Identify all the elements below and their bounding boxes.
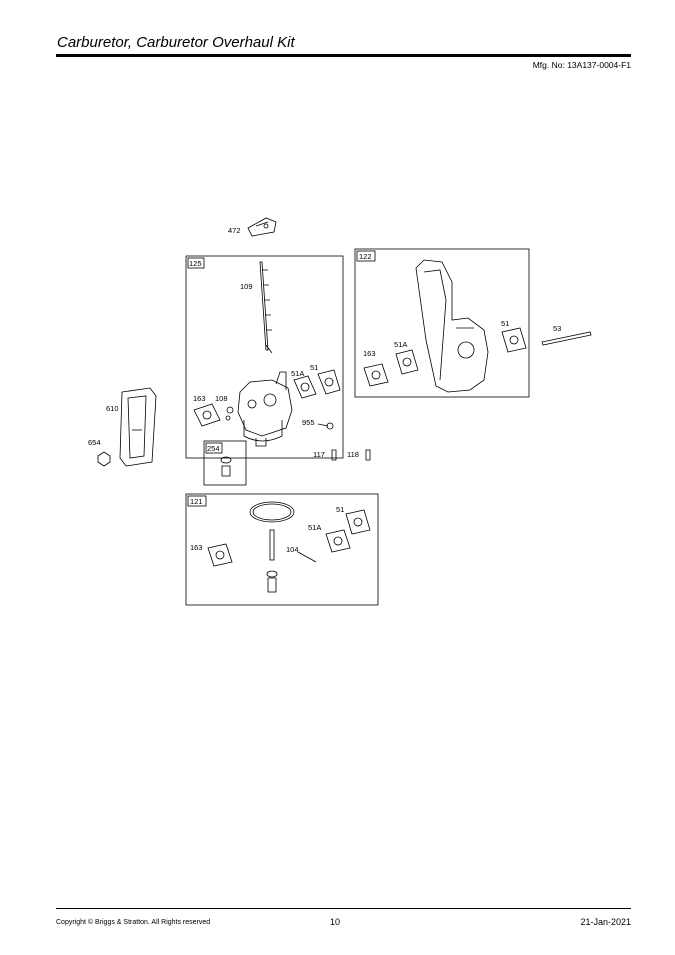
page-number: 10	[330, 917, 341, 927]
callout-117: 117	[313, 450, 325, 459]
part-carburetor	[237, 371, 293, 447]
part-163-gasket-125	[193, 403, 221, 427]
callout-125: 125	[189, 259, 202, 268]
part-122-manifold	[415, 259, 489, 393]
part-51-gasket-121	[345, 509, 371, 535]
part-118	[365, 449, 371, 461]
part-51-gasket-122	[501, 327, 527, 353]
box-125	[185, 255, 344, 459]
callout-104: 104	[286, 545, 299, 554]
callout-121: 121	[190, 497, 203, 506]
part-108	[225, 406, 234, 421]
callout-254: 254	[207, 444, 220, 453]
part-610-housing	[119, 387, 157, 467]
part-104-screw	[297, 551, 317, 563]
callout-51a-121: 51A	[308, 523, 321, 532]
part-51a-gasket-125	[293, 375, 317, 399]
box-122	[354, 248, 530, 398]
callout-51a-125: 51A	[291, 369, 304, 378]
callout-610: 610	[106, 404, 119, 413]
part-53-stud	[541, 331, 592, 346]
manufacturer-number: Mfg. No: 13A137-0004-F1	[532, 60, 631, 70]
part-117	[331, 449, 337, 461]
footer-divider	[56, 908, 631, 909]
part-472-bracket	[247, 217, 277, 237]
callout-472: 472	[228, 226, 241, 235]
callout-51-122: 51	[501, 319, 509, 328]
part-254-nozzle	[220, 456, 232, 477]
part-51-gasket-125	[317, 369, 341, 395]
callout-163-121: 163	[190, 543, 203, 552]
callout-118: 118	[347, 450, 359, 459]
part-121-oring	[249, 501, 295, 523]
callout-163-122: 163	[363, 349, 376, 358]
title-divider	[56, 54, 631, 57]
callout-51-121: 51	[336, 505, 344, 514]
box-254	[203, 440, 247, 486]
part-51a-gasket-121	[325, 529, 351, 553]
footer-date: 21-Jan-2021	[580, 917, 631, 927]
part-121-needle	[269, 529, 275, 561]
callout-51-125: 51	[310, 363, 318, 372]
part-163-gasket-121	[207, 543, 233, 567]
part-163-gasket-122	[363, 363, 389, 387]
callout-163-125: 163	[193, 394, 206, 403]
callout-955: 955	[302, 418, 315, 427]
page-title: Carburetor, Carburetor Overhaul Kit	[57, 34, 295, 51]
callout-654: 654	[88, 438, 101, 447]
box-121	[185, 493, 379, 606]
part-109-rod	[259, 261, 273, 354]
part-654-nut	[97, 451, 111, 467]
callout-108: 108	[215, 394, 228, 403]
callout-109: 109	[240, 282, 253, 291]
callout-122: 122	[359, 252, 372, 261]
part-51a-gasket-122	[395, 349, 419, 375]
copyright-text: Copyright © Briggs & Stratton. All Right…	[56, 919, 211, 926]
callout-51a-122: 51A	[394, 340, 407, 349]
part-955-screw	[317, 422, 334, 430]
callout-53: 53	[553, 324, 561, 333]
part-121-nozzle	[266, 570, 278, 593]
